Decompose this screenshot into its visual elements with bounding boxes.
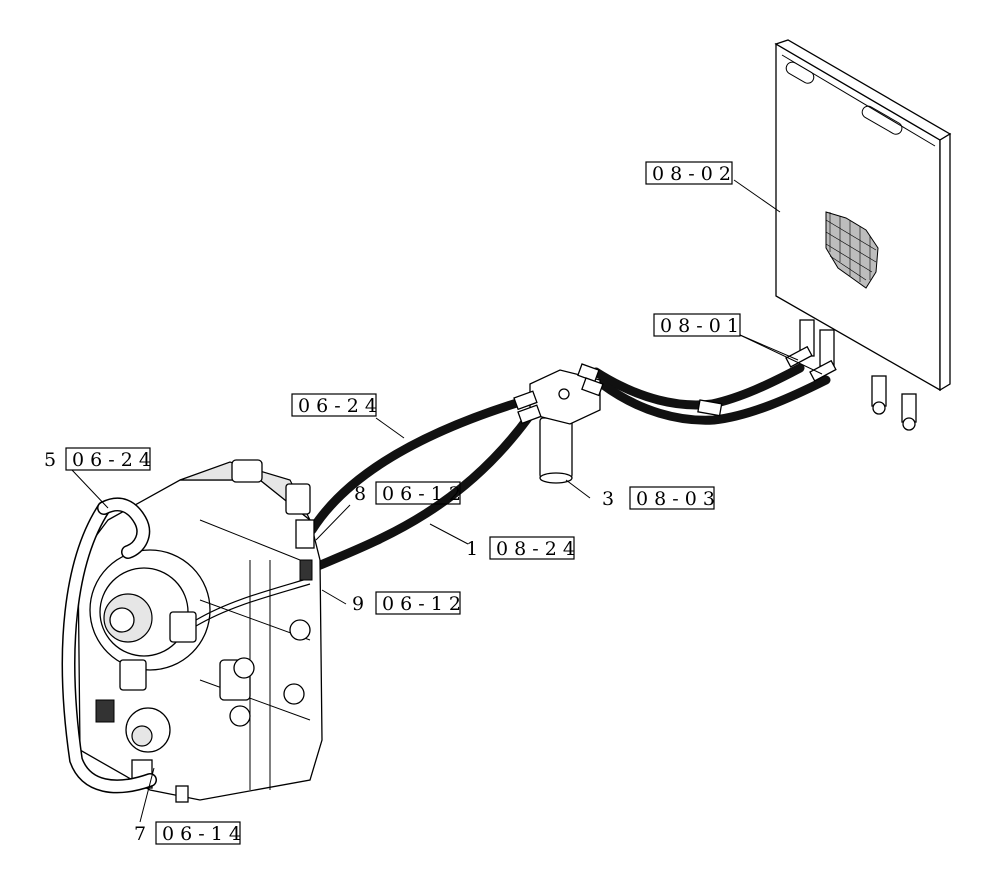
callout-8: 8 0 6 - 1 2 [354, 481, 461, 505]
callout-fittings-ref: 0 8 - 0 1 [660, 315, 739, 337]
transmission [61, 459, 323, 803]
callout-7: 7 0 6 - 1 4 [134, 821, 241, 845]
oil-filter [513, 363, 604, 484]
oil-cooler [774, 39, 952, 431]
callout-7-ref: 0 6 - 1 4 [162, 823, 241, 845]
leader-lines [71, 179, 823, 823]
callout-8-ref: 0 6 - 1 2 [382, 483, 461, 505]
callout-hose-upper: 0 6 - 2 4 [291, 393, 377, 417]
callout-9: 9 0 6 - 1 2 [352, 591, 461, 615]
callout-9-ref: 0 6 - 1 2 [382, 593, 461, 615]
callout-1: 1 0 8 - 2 4 [466, 536, 575, 560]
callout-8-item: 8 [354, 483, 366, 505]
callout-fittings: 0 8 - 0 1 [653, 313, 741, 337]
callout-7-item: 7 [134, 823, 146, 845]
callout-5-item: 5 [44, 449, 56, 471]
cooler-fittings [697, 345, 837, 417]
callout-3-ref: 0 8 - 0 3 [636, 488, 715, 510]
callout-5-ref: 0 6 - 2 4 [72, 449, 151, 471]
callout-1-ref: 0 8 - 2 4 [496, 538, 575, 560]
callout-5: 5 0 6 - 2 4 [44, 447, 151, 471]
callout-9-item: 9 [352, 593, 364, 615]
callout-cooler-ref: 0 8 - 0 2 [652, 163, 731, 185]
callout-hose-upper-ref: 0 6 - 2 4 [298, 395, 377, 417]
callout-3: 3 0 8 - 0 3 [602, 486, 715, 510]
callout-1-item: 1 [466, 538, 478, 560]
cooler-core-mesh [825, 211, 879, 289]
callout-3-item: 3 [602, 488, 614, 510]
callout-cooler: 0 8 - 0 2 [645, 161, 733, 185]
